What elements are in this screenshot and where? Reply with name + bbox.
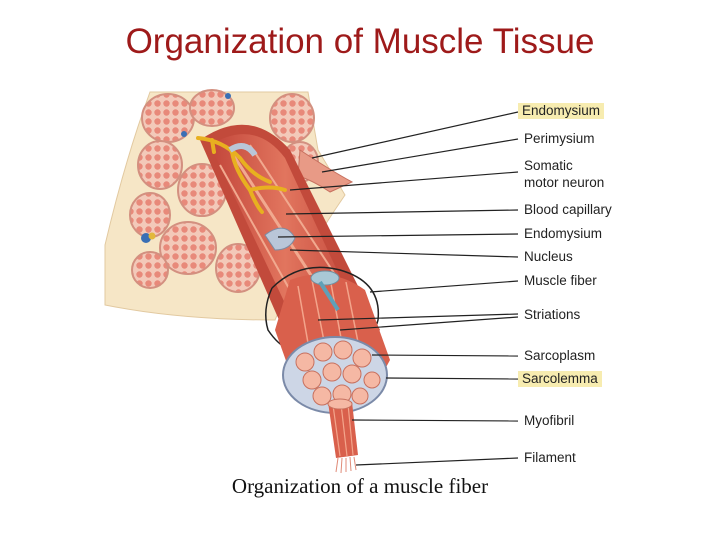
label-nucleus: Nucleus [524,249,573,265]
label-myofibril: Myofibril [524,413,574,429]
filaments [336,457,356,473]
label-endomysium-top: Endomysium [518,103,604,119]
label-perimysium: Perimysium [524,131,595,147]
figure-caption: Organization of a muscle fiber [130,474,590,499]
label-sarcolemma: Sarcolemma [518,371,602,387]
label-striations: Striations [524,307,580,323]
label-filament: Filament [524,450,576,466]
label-sarcoplasm: Sarcoplasm [524,348,595,364]
label-motor-neuron: motor neuron [524,175,604,191]
label-somatic: Somatic [524,158,573,174]
label-blood-capillary: Blood capillary [524,202,612,218]
label-muscle-fiber: Muscle fiber [524,273,597,289]
label-endomysium: Endomysium [524,226,602,242]
